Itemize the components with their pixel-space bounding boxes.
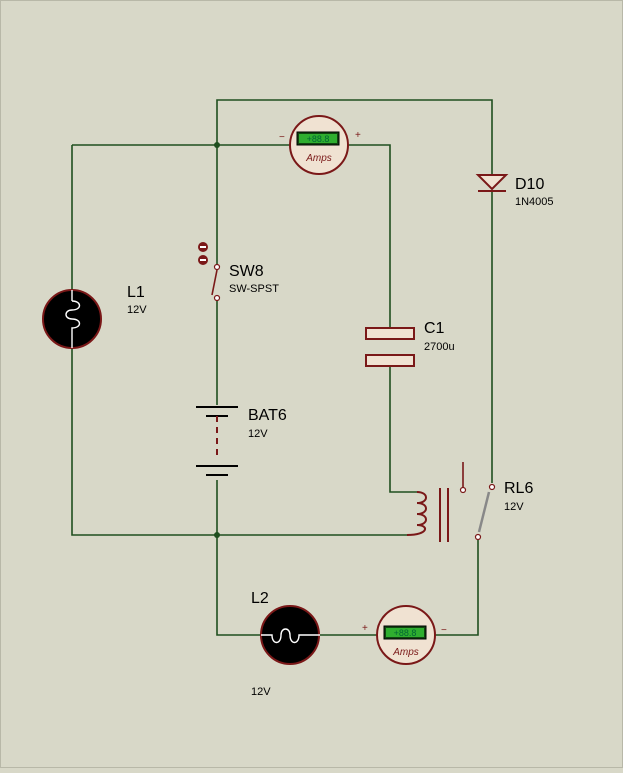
wire-meter-c1: [348, 144, 391, 328]
battery-bat6[interactable]: BAT6 12V: [196, 406, 287, 476]
meter-pin-plus: +: [362, 623, 368, 634]
wire-top-loop: [216, 99, 493, 175]
bat6-value: 12V: [248, 428, 268, 440]
sw8-ref: SW8: [229, 263, 264, 280]
l1-value: 12V: [127, 304, 147, 316]
l2-ref: L2: [251, 590, 269, 607]
ammeter-bottom[interactable]: +88.8 Amps + −: [362, 605, 447, 665]
relay-coil-icon: [406, 491, 427, 536]
meter-pin-minus: −: [441, 625, 447, 636]
rl6-ref: RL6: [504, 480, 533, 497]
lamp-l1[interactable]: L1 12V: [42, 284, 147, 349]
meter-unit: Amps: [305, 153, 332, 164]
c1-ref: C1: [424, 320, 445, 337]
rl6-value: 12V: [504, 501, 524, 513]
junction-dot: [214, 142, 220, 148]
meter-pin-minus: −: [279, 132, 285, 143]
wire-bat-l2: [216, 480, 260, 636]
d10-ref: D10: [515, 176, 544, 193]
meter-pin-plus: +: [355, 130, 361, 141]
d10-value: 1N4005: [515, 196, 554, 208]
meter-display: +88.8: [394, 628, 417, 638]
bat6-ref: BAT6: [248, 407, 287, 424]
wire-l1-bottom: [71, 348, 407, 536]
switch-sw8[interactable]: SW8 SW-SPST: [198, 242, 279, 302]
wire-meter-relay: [435, 540, 479, 636]
l1-ref: L1: [127, 284, 145, 301]
wires: [71, 99, 493, 636]
meter-display: +88.8: [307, 134, 330, 144]
diode-d10[interactable]: D10 1N4005: [475, 174, 554, 208]
lamp-l2[interactable]: L2 12V: [251, 590, 320, 698]
diode-icon: [475, 174, 509, 191]
wire-c1-coil: [389, 366, 417, 493]
l2-value: 12V: [251, 686, 271, 698]
c1-value: 2700u: [424, 341, 455, 353]
ammeter-top[interactable]: +88.8 Amps − +: [279, 115, 361, 175]
relay-rl6[interactable]: RL6 12V: [406, 462, 533, 542]
capacitor-c1[interactable]: C1 2700u: [365, 320, 455, 367]
sw8-value: SW-SPST: [229, 283, 279, 295]
meter-unit: Amps: [392, 647, 419, 658]
junction-dot: [214, 532, 220, 538]
